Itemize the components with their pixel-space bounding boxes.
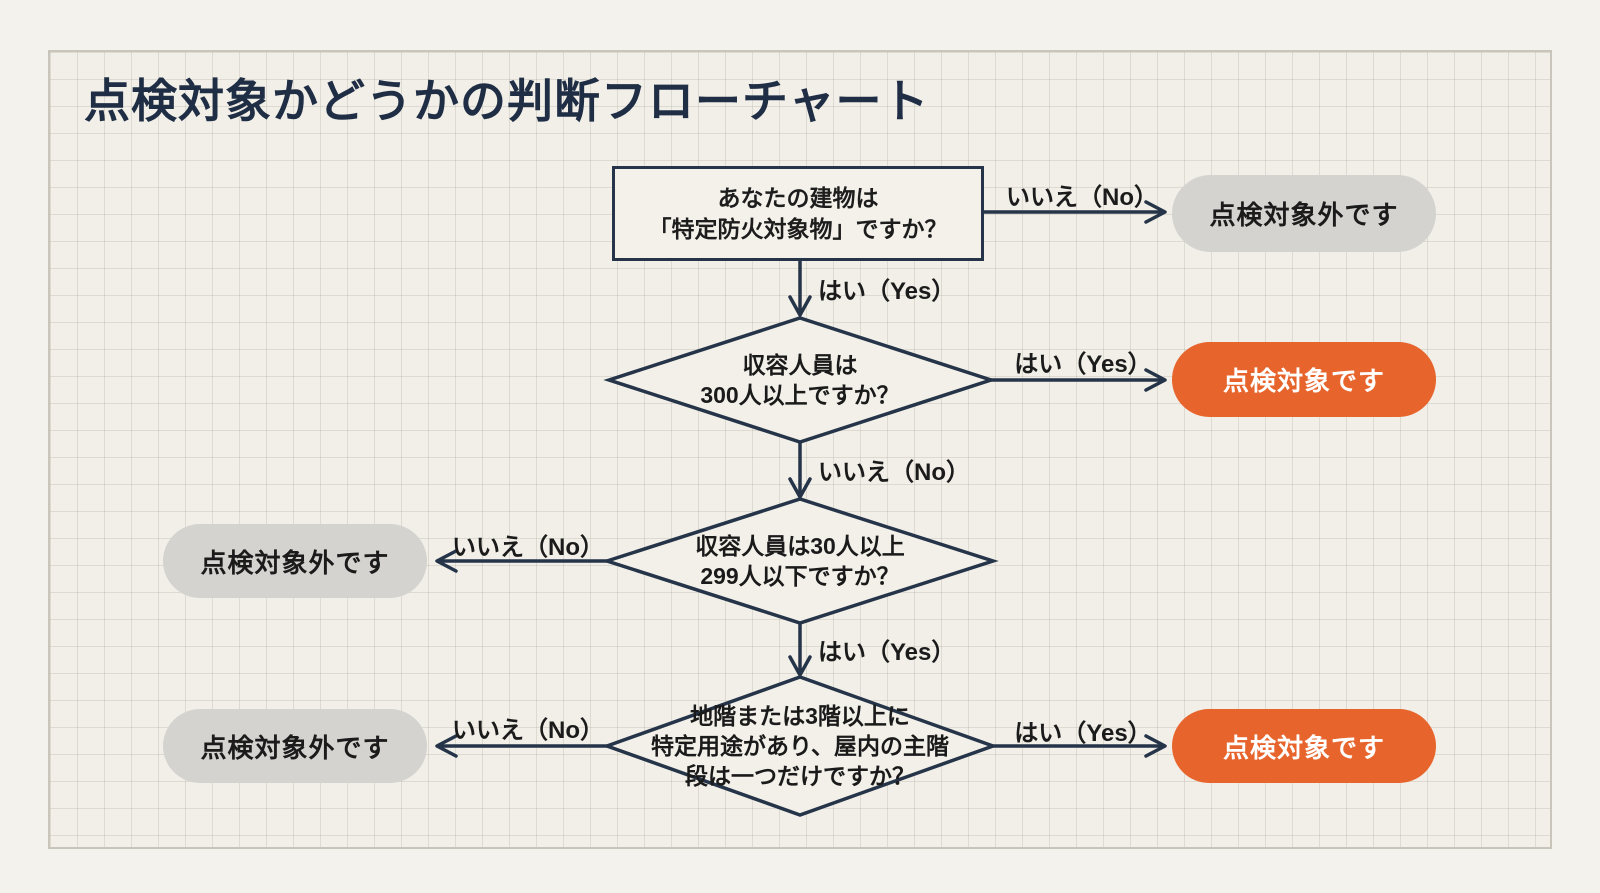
page-title: 点検対象かどうかの判断フローチャート (84, 75, 930, 127)
decision3-line3: 段は一つだけですか？ (685, 763, 915, 789)
result-pill-not-subject-3: 点検対象外です (163, 709, 427, 783)
edge-label-no-decision2: いいえ（No） (452, 534, 604, 561)
arrowhead-down-3 (788, 655, 812, 677)
arrowhead-left-2 (435, 734, 458, 758)
decision2-line2: 299人以下ですか？ (700, 563, 900, 589)
result-pill-subject-2: 点検対象です (1172, 709, 1436, 783)
start-node-line1: あなたの建物は (717, 184, 879, 211)
start-node-line2: 「特定防火対象物」ですか？ (648, 215, 948, 242)
edge-label-no-start: いいえ（No） (1006, 184, 1158, 211)
result-pill-subject-1: 点検対象です (1172, 342, 1436, 417)
arrowhead-right-3 (1144, 734, 1167, 758)
decision2-line1: 収容人員は30人以上 (695, 533, 905, 559)
start-node-building-question: あなたの建物は 「特定防火対象物」ですか？ (612, 166, 984, 261)
decision-diamond-capacity-30-299 (601, 497, 999, 625)
decision-text-capacity-300: 収容人員は 300人以上ですか？ (640, 350, 960, 410)
edge-label-yes-decision2: はい（Yes） (818, 639, 956, 666)
decision3-line1: 地階または3階以上に (690, 703, 910, 729)
edge-label-no-decision3: いいえ（No） (452, 717, 604, 744)
decision1-line2: 300人以上ですか？ (700, 382, 900, 408)
edge-label-yes-start: はい（Yes） (818, 278, 956, 305)
arrowhead-right-1 (1144, 200, 1167, 224)
edge-label-yes-decision3: はい（Yes） (1014, 720, 1152, 747)
decision-diamond-capacity-300 (603, 316, 997, 444)
decision-text-floor-staircase: 地階または3階以上に 特定用途があり、屋内の主階 段は一つだけですか？ (610, 701, 990, 791)
decision3-line2: 特定用途があり、屋内の主階 (650, 733, 950, 759)
decision1-line1: 収容人員は (742, 352, 858, 378)
decision-text-capacity-30-299: 収容人員は30人以上 299人以下ですか？ (620, 531, 980, 591)
edge-label-yes-decision1: はい（Yes） (1014, 351, 1152, 378)
arrowhead-down-2 (788, 477, 812, 499)
decision-diamond-floor-staircase (601, 675, 999, 817)
edge-label-no-decision1: いいえ（No） (818, 459, 970, 486)
arrowhead-right-2 (1144, 368, 1167, 392)
result-pill-not-subject-1: 点検対象外です (1172, 175, 1436, 252)
arrowhead-down-1 (788, 295, 812, 317)
result-pill-not-subject-2: 点検対象外です (163, 524, 427, 598)
arrowhead-left-1 (435, 549, 458, 573)
